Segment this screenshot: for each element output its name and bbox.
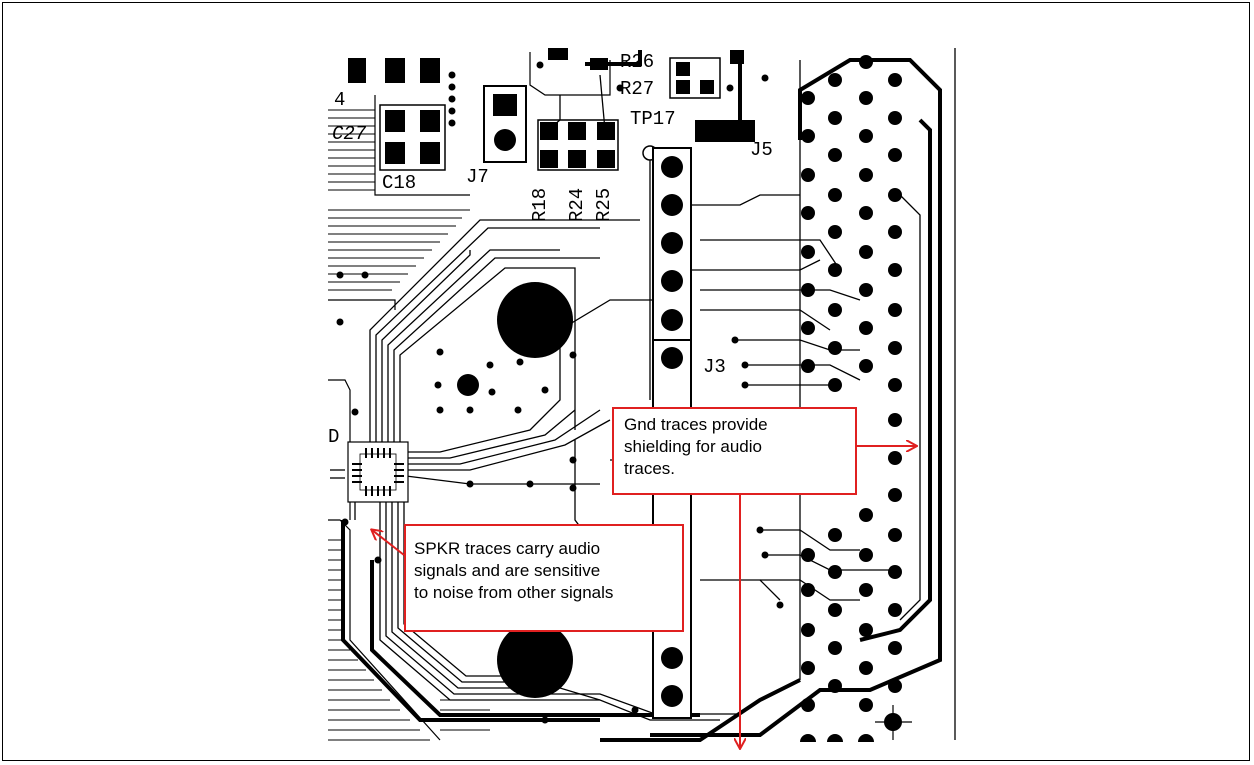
label-tp17: TP17: [630, 108, 676, 130]
small-vias: [336, 61, 784, 724]
label-r26: R26: [620, 51, 654, 73]
label-4: 4: [334, 89, 345, 111]
ground-pour-hatch: [328, 109, 490, 741]
spkr-trace-bundle: [330, 219, 740, 721]
label-d: D: [328, 426, 339, 448]
smd-pads: [348, 48, 755, 168]
label-j5: J5: [750, 139, 773, 161]
label-r18: R18: [529, 188, 551, 222]
label-r25: R25: [593, 188, 615, 222]
label-j7: J7: [466, 166, 489, 188]
fiducial: [875, 705, 912, 740]
mounting-hole: [497, 622, 573, 698]
label-j3: J3: [703, 356, 726, 378]
callout-arrows: [372, 446, 916, 748]
label-r24: R24: [566, 188, 588, 222]
label-c27: C27: [332, 123, 367, 145]
ground-traces: [341, 50, 942, 742]
spkr-traces-callout: SPKR traces carry audio signals and are …: [404, 524, 684, 632]
label-r27: R27: [620, 78, 654, 100]
connector-pin-field: [800, 55, 902, 742]
label-c18: C18: [382, 172, 416, 194]
via: [457, 374, 479, 396]
component-outlines: [379, 57, 721, 171]
mounting-hole: [497, 282, 573, 358]
gnd-shielding-callout: Gnd traces provide shielding for audio t…: [612, 407, 857, 495]
j7-footprint: [483, 85, 527, 163]
codec-ic: [347, 441, 409, 503]
pcb-artwork: R26 R27 TP17 J5 4 C27 C18 J7 R18 R24 R25…: [328, 48, 956, 742]
